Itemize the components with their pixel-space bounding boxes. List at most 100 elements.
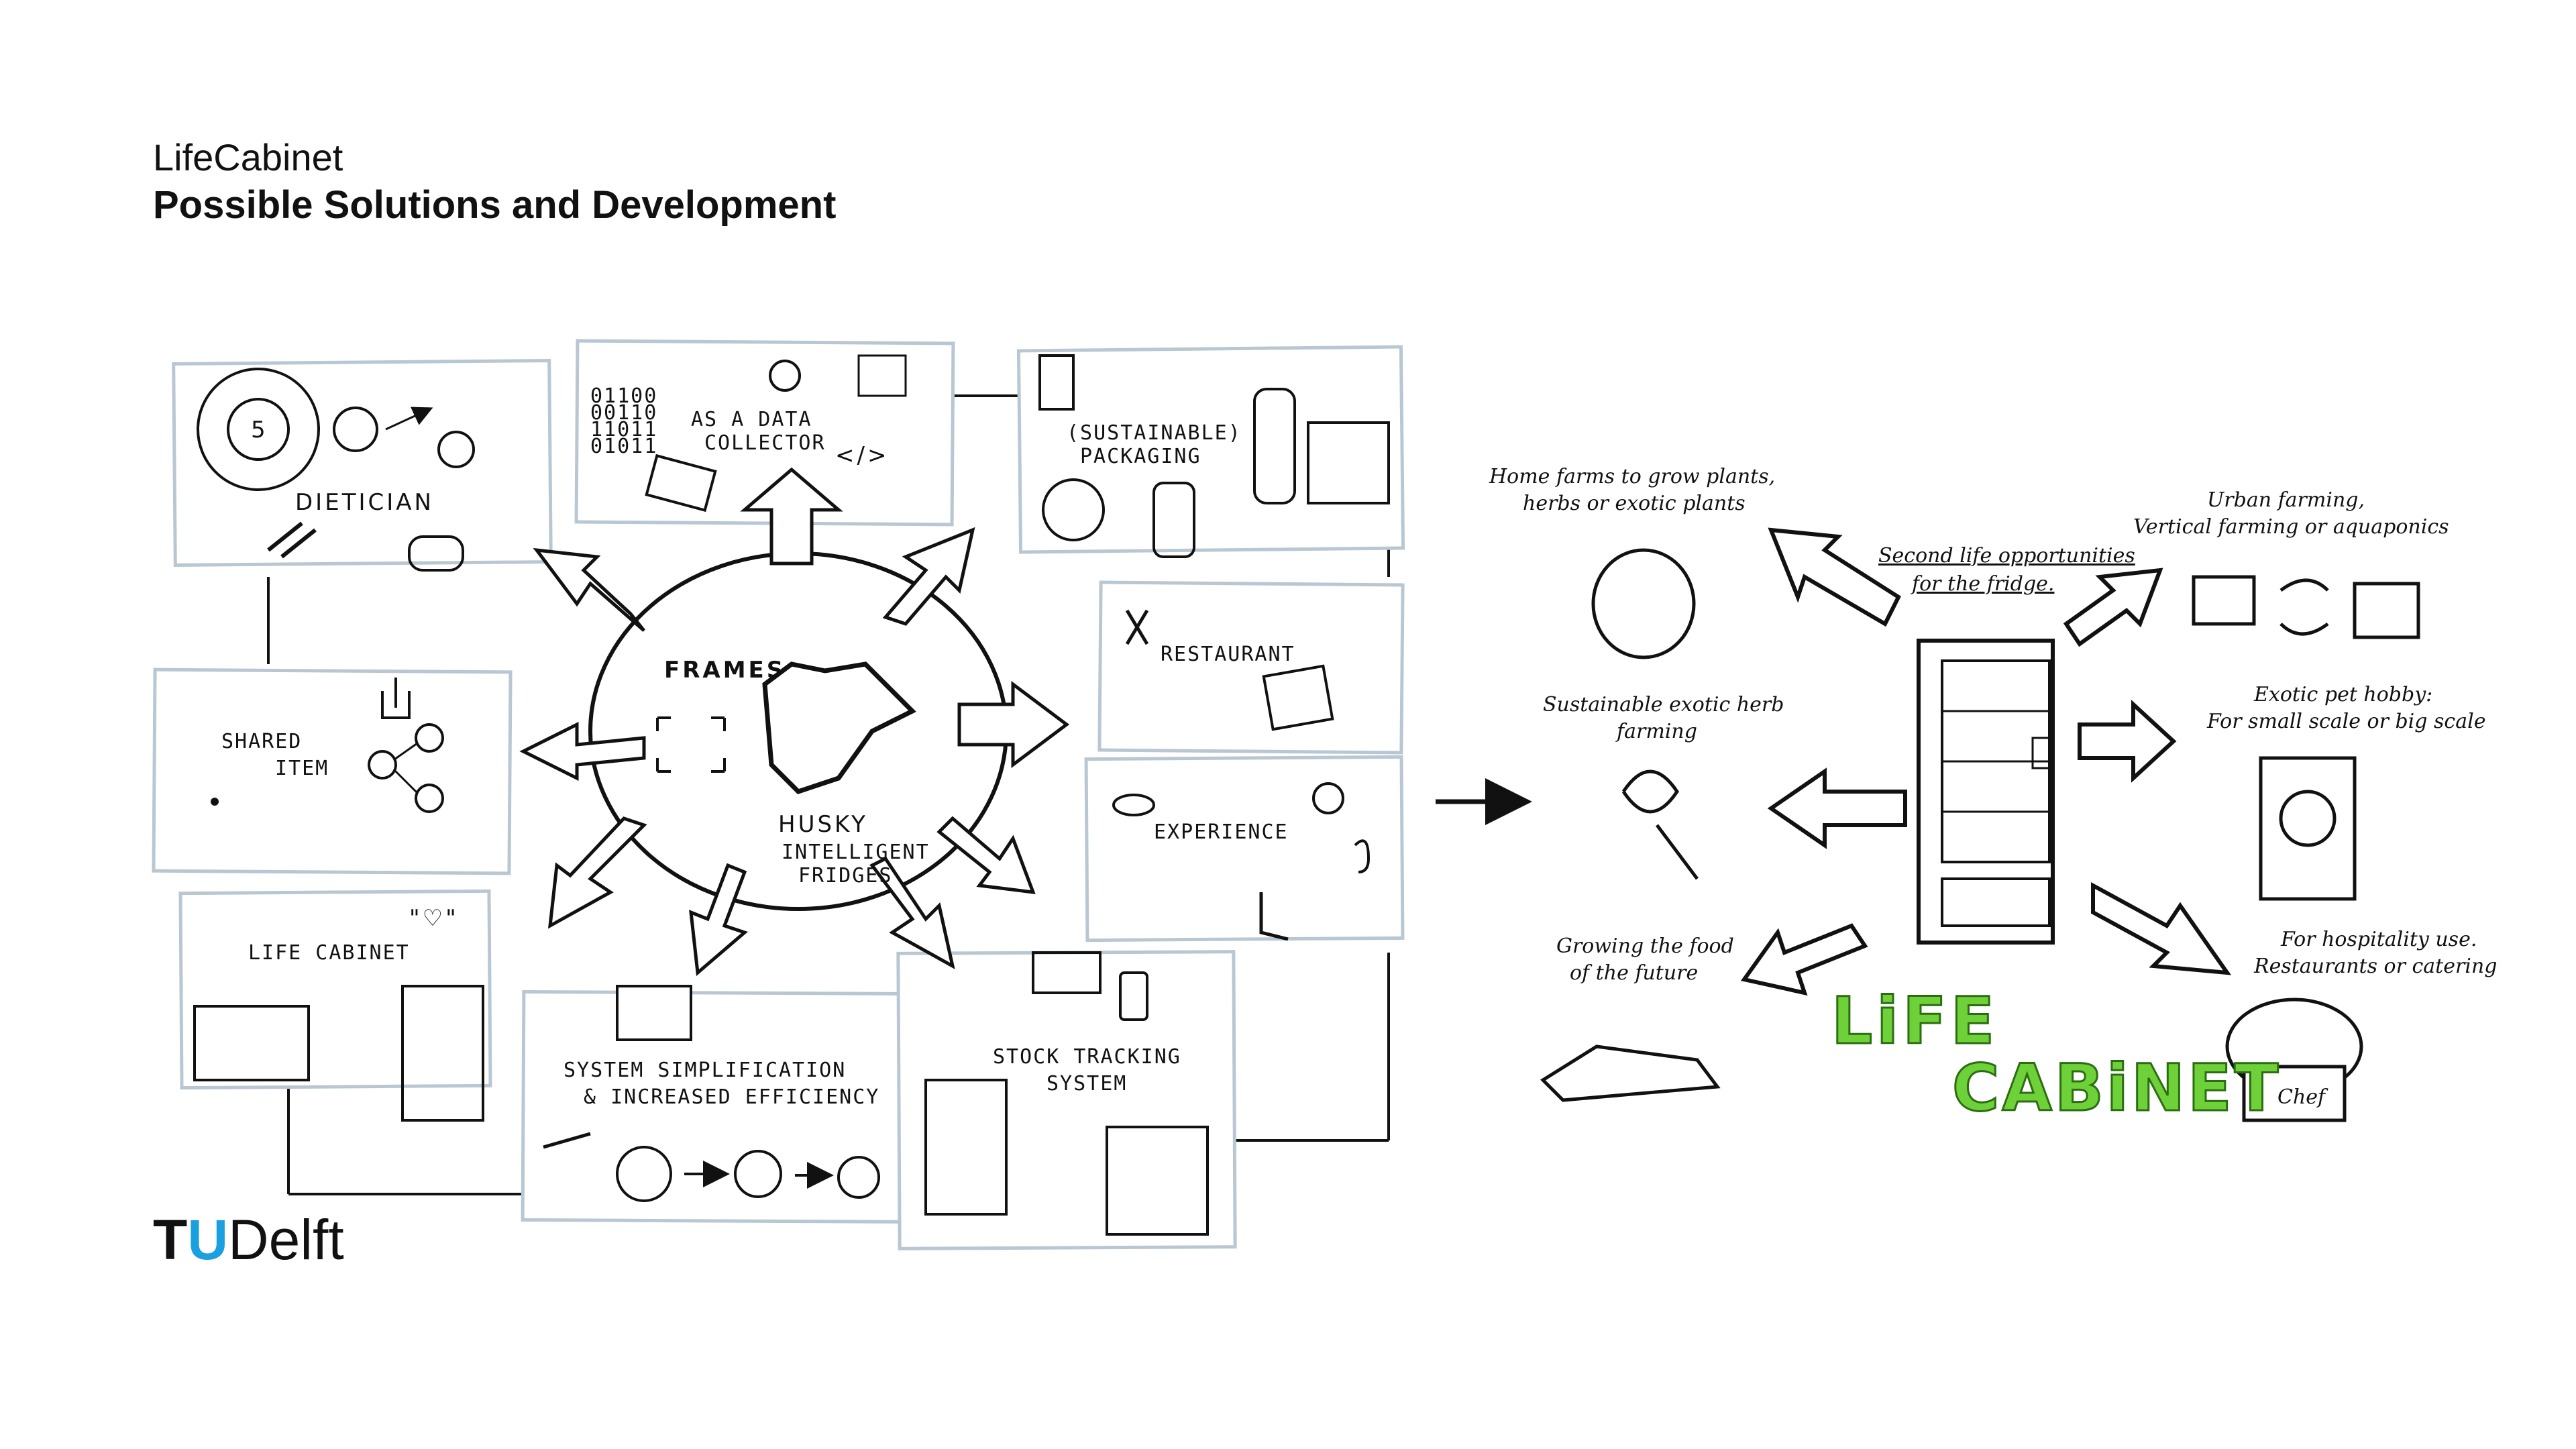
cycle-icon xyxy=(2279,578,2329,636)
urban-farming-text-2: Vertical farming or aquaponics xyxy=(2133,515,2449,539)
card-dietician: 5 DIETICIAN xyxy=(172,359,553,572)
stock-label-2: SYSTEM xyxy=(1046,1072,1127,1095)
second-life-text-1: Second life opportunities xyxy=(1878,544,2135,568)
leek-icon xyxy=(267,521,317,559)
life-cabinet-fridge xyxy=(1917,639,2055,945)
frames-label: FRAMES xyxy=(664,657,786,684)
second-life-text-2: for the fridge. xyxy=(1911,572,2054,596)
husky-label: HUSKY xyxy=(778,811,868,838)
cup-icon xyxy=(1152,482,1195,558)
fridge-icon xyxy=(924,1079,1008,1216)
scissors-icon xyxy=(543,1132,591,1149)
subtitle: LifeCabinet xyxy=(153,136,343,178)
binary-line: 11011 xyxy=(590,418,657,441)
hub-arrows xyxy=(519,467,1070,976)
blob-icon xyxy=(616,1146,672,1202)
hospitality-text-1: For hospitality use. xyxy=(2280,928,2477,951)
screen-icon xyxy=(2031,737,2054,769)
right-arrows xyxy=(1740,527,2232,996)
apple-icon xyxy=(437,431,475,468)
page-title: Possible Solutions and Development xyxy=(153,183,837,227)
card-simplification: SYSTEM SIMPLIFICATION & INCREASED EFFICI… xyxy=(521,985,915,1224)
shelves-icon xyxy=(1106,1126,1209,1236)
heart-label: "♡" xyxy=(409,905,459,932)
binary-line: 01011 xyxy=(590,435,657,458)
cabinet-icon xyxy=(401,985,484,1122)
terrarium-frog-icon xyxy=(2259,756,2357,901)
graph-icon xyxy=(616,985,692,1041)
card-shared-item: SHARED ITEM xyxy=(152,667,513,875)
planter-icon xyxy=(2192,575,2256,626)
terrarium-icon xyxy=(193,1005,310,1081)
card-experience: EXPERIENCE xyxy=(1084,755,1405,943)
svg-text:5: 5 xyxy=(251,417,268,443)
card-stock-tracking: STOCK TRACKING SYSTEM xyxy=(896,950,1237,1250)
frog-icon xyxy=(2279,790,2337,847)
dial-icon xyxy=(197,368,320,491)
data-collector-label-1: AS A DATA xyxy=(691,408,812,431)
restaurant-label: RESTAURANT xyxy=(1161,643,1295,666)
simplification-label-1: SYSTEM SIMPLIFICATION xyxy=(564,1059,846,1082)
food-future-text-1: Growing the food xyxy=(1556,934,1734,958)
burger-icon xyxy=(408,535,464,572)
brand-life: LiFE xyxy=(1831,983,1998,1059)
frame-corners-icon xyxy=(656,716,726,773)
flower-icon xyxy=(1621,769,1699,880)
home-farms-text-1: Home farms to grow plants, xyxy=(1489,465,1775,488)
ear-icon xyxy=(1354,839,1371,873)
exotic-pet-text-1: Exotic pet hobby: xyxy=(2253,683,2432,706)
food-future-text-2: of the future xyxy=(1570,961,1698,985)
rolls-icon xyxy=(1032,951,1102,994)
shared-label-2: ITEM xyxy=(275,757,329,780)
cutlery-icon xyxy=(1125,609,1149,645)
card-restaurant: RESTAURANT xyxy=(1097,580,1405,755)
touch-icon xyxy=(1259,892,1289,941)
husky-sub-2: FRIDGES xyxy=(798,864,892,888)
stock-label-1: STOCK TRACKING xyxy=(993,1045,1181,1069)
card-life-cabinet: "♡" LIFE CABINET xyxy=(178,889,492,1122)
binary-line: 01100 xyxy=(590,384,657,408)
search-icon xyxy=(769,360,801,392)
card-packaging: (SUSTAINABLE) PACKAGING xyxy=(1016,345,1405,558)
exotic-pet-text-2: For small scale or big scale xyxy=(2206,710,2485,733)
logo-u: U xyxy=(187,1208,228,1271)
urban-farming-text-1: Urban farming, xyxy=(2207,488,2365,512)
bar-chart-icon xyxy=(857,354,907,397)
herb-farming-text-1: Sustainable exotic herb xyxy=(1543,693,1784,716)
logo-delft: Delft xyxy=(227,1208,344,1271)
data-collector-label-2: COLLECTOR xyxy=(704,431,826,455)
network-icon xyxy=(368,750,397,780)
husky-sub-1: INTELLIGENT xyxy=(782,841,930,864)
phone-icon xyxy=(1119,971,1148,1021)
share-icon xyxy=(381,678,411,719)
bottle-icon xyxy=(1253,388,1296,504)
brain-icon xyxy=(1312,782,1344,814)
cricket-icon xyxy=(1540,1044,1721,1102)
packaging-label-1: (SUSTAINABLE) xyxy=(1067,421,1242,445)
carton-icon xyxy=(1038,354,1075,411)
husky-icon xyxy=(762,661,916,795)
bowl-icon xyxy=(1042,478,1105,541)
experience-label: EXPERIENCE xyxy=(1154,820,1289,844)
logo-t: T xyxy=(153,1208,188,1271)
lips-icon xyxy=(1112,794,1155,816)
box-icon xyxy=(1307,421,1390,504)
book-icon xyxy=(645,453,717,513)
shared-label-1: SHARED xyxy=(221,730,302,753)
life-cabinet-label: LIFE CABINET xyxy=(248,941,410,965)
monstera-leaf-icon xyxy=(1591,548,1696,659)
card-data-collector: 01100 00110 11011 01011 AS A DATA COLLEC… xyxy=(574,339,955,527)
brand-cabinet: CABiNET xyxy=(1952,1051,2281,1126)
people-icon xyxy=(211,798,219,806)
packaging-label-2: PACKAGING xyxy=(1080,445,1201,468)
home-farms-text-2: herbs or exotic plants xyxy=(1523,492,1746,515)
code-icon: </> xyxy=(835,442,889,469)
tudelft-logo: TUDelft xyxy=(153,1208,344,1273)
dietician-label: DIETICIAN xyxy=(295,489,434,516)
simplification-label-2: & INCREASED EFFICIENCY xyxy=(584,1085,879,1109)
herb-farming-text-2: farming xyxy=(1615,720,1697,743)
person-icon xyxy=(333,407,378,452)
binary-line: 00110 xyxy=(590,401,657,425)
chef-label: Chef xyxy=(2277,1085,2328,1109)
hospitality-text-2: Restaurants or catering xyxy=(2253,955,2497,978)
